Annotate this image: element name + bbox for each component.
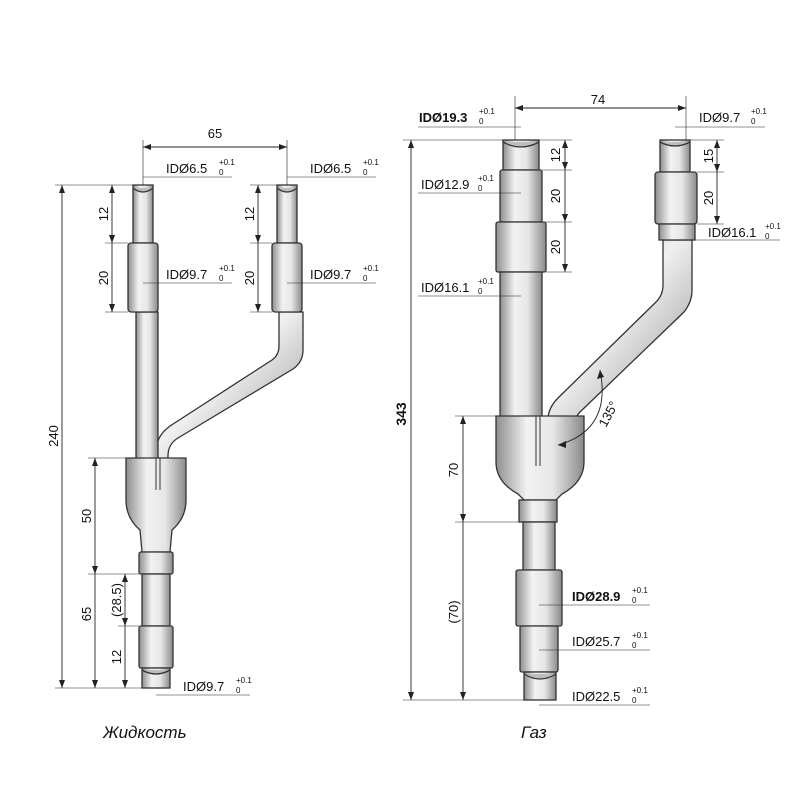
liquid-dim-12-bottom: 12 (109, 650, 124, 664)
gas-bottom-step-2 (519, 625, 559, 673)
liquid-right-socket (271, 242, 303, 313)
liquid-dim-total: 240 (46, 425, 61, 447)
gas-branch: 74 343 12 20 20 15 20 135° (393, 92, 781, 742)
gas-tol-zero-7: 0 (632, 641, 637, 650)
liquid-id-top-right: IDØ6.5 (310, 161, 351, 176)
gas-id-step-2: IDØ16.1 (421, 280, 469, 295)
liquid-dim-12-right: 12 (242, 207, 257, 221)
liquid-caption: Жидкость (102, 723, 187, 742)
gas-id-bottom-2: IDØ25.7 (572, 634, 620, 649)
gas-dim-12: 12 (548, 148, 563, 162)
liquid-dim-20-right: 20 (242, 271, 257, 285)
liquid-id-mid-left: IDØ9.7 (166, 267, 207, 282)
liquid-bottom-socket (138, 625, 174, 669)
gas-dim-70: 70 (446, 463, 461, 477)
gas-id-bottom-1: IDØ28.9 (572, 589, 620, 604)
gas-dim-15: 15 (701, 149, 716, 163)
liquid-left-socket (127, 242, 159, 313)
gas-dim-20-b: 20 (548, 240, 563, 254)
gas-id-top-right: IDØ9.7 (699, 110, 740, 125)
liquid-id-bottom: IDØ9.7 (183, 679, 224, 694)
gas-tol-plus-6: +0.1 (632, 586, 648, 595)
liquid-tol-zero-3: 0 (219, 274, 224, 283)
gas-tol-zero-3: 0 (478, 184, 483, 193)
gas-lower-pipe (522, 521, 556, 571)
gas-right-socket (654, 171, 698, 225)
liquid-tol-zero: 0 (219, 168, 224, 177)
liquid-lower-collar (138, 551, 174, 575)
gas-lower-collar (518, 499, 558, 523)
liquid-lower-pipe (141, 573, 171, 627)
liquid-dim-top-span: 65 (208, 126, 222, 141)
liquid-id-top-left: IDØ6.5 (166, 161, 207, 176)
liquid-id-mid-right: IDØ9.7 (310, 267, 351, 282)
gas-dim-70-paren: (70) (446, 600, 461, 623)
gas-right-collar (658, 223, 696, 241)
gas-caption: Газ (521, 723, 547, 742)
gas-id-right-step: IDØ16.1 (708, 225, 756, 240)
gas-dim-20-right: 20 (701, 191, 716, 205)
gas-dim-top-span: 74 (591, 92, 605, 107)
gas-tol-plus-7: +0.1 (632, 631, 648, 640)
gas-left-step-2 (495, 221, 547, 273)
liquid-left-stub (132, 184, 154, 244)
gas-tol-plus-4: +0.1 (478, 277, 494, 286)
gas-right-arm (547, 239, 693, 421)
liquid-dim-65: 65 (79, 607, 94, 621)
gas-id-top-left: IDØ19.3 (419, 110, 467, 125)
liquid-tol-plus-2: +0.1 (363, 158, 379, 167)
liquid-tol-zero-5: 0 (236, 686, 241, 695)
gas-bottom-step-1 (515, 569, 563, 627)
gas-tol-zero-1: 0 (479, 117, 484, 126)
gas-tol-plus-1: +0.1 (479, 107, 495, 116)
liquid-tol-plus-4: +0.1 (363, 264, 379, 273)
gas-id-bottom-3: IDØ22.5 (572, 689, 620, 704)
gas-tol-zero-6: 0 (632, 596, 637, 605)
liquid-right-stub (276, 184, 298, 244)
liquid-tol-plus-5: +0.1 (236, 676, 252, 685)
gas-tol-plus-2: +0.1 (751, 107, 767, 116)
gas-dim-angle: 135° (595, 399, 621, 430)
liquid-dim-12-left: 12 (96, 207, 111, 221)
gas-dim-total: 343 (393, 402, 409, 426)
gas-tol-plus-5: +0.1 (765, 222, 781, 231)
liquid-dim-28-5: (28.5) (109, 583, 124, 617)
gas-tol-zero-2: 0 (751, 117, 756, 126)
liquid-tol-zero-4: 0 (363, 274, 368, 283)
gas-tol-zero-4: 0 (478, 287, 483, 296)
liquid-branch: 65 240 12 20 12 20 50 65 (46, 126, 379, 742)
gas-dim-20-a: 20 (548, 189, 563, 203)
liquid-left-pipe (135, 311, 159, 463)
gas-tol-zero-8: 0 (632, 696, 637, 705)
liquid-tol-plus: +0.1 (219, 158, 235, 167)
gas-id-step-1: IDØ12.9 (421, 177, 469, 192)
gas-left-pipe (499, 271, 543, 421)
liquid-tol-zero-2: 0 (363, 168, 368, 177)
gas-tol-plus-3: +0.1 (478, 174, 494, 183)
liquid-dim-20-left: 20 (96, 271, 111, 285)
gas-left-step-1 (499, 169, 543, 223)
liquid-right-arm (155, 311, 304, 463)
liquid-dim-50: 50 (79, 509, 94, 523)
gas-tol-plus-8: +0.1 (632, 686, 648, 695)
liquid-tol-plus-3: +0.1 (219, 264, 235, 273)
gas-tol-zero-5: 0 (765, 232, 770, 241)
